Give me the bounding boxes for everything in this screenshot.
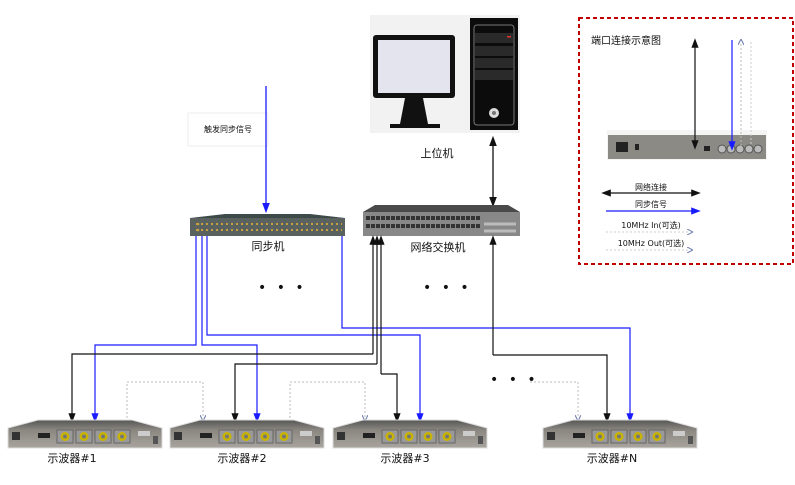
ellipsis: • • • <box>490 372 539 388</box>
legend-label: 10MHz Out(可选) <box>617 239 685 248</box>
scope-label: 示波器#2 <box>217 452 267 465</box>
sync-signal-lines <box>91 236 634 423</box>
ellipsis: • • • <box>423 280 472 296</box>
legend-label: 网络连接 <box>635 183 667 192</box>
oscilloscope-device <box>542 419 698 449</box>
trigger-label: 触发同步信号 <box>204 125 252 134</box>
scope-label: 示波器#N <box>586 452 638 465</box>
oscilloscope-device <box>332 419 488 449</box>
scope-label: 示波器#1 <box>47 452 97 465</box>
network-switch-device <box>363 205 520 236</box>
ellipsis: • • • <box>258 280 307 296</box>
sync-unit-device <box>190 214 345 236</box>
scope-label: 示波器#3 <box>380 452 430 465</box>
network-lines <box>68 235 611 423</box>
oscilloscope-device <box>7 419 163 449</box>
legend-label: 10MHz In(可选) <box>621 221 681 230</box>
legend-box <box>578 17 794 265</box>
pc-label: 上位机 <box>420 147 454 160</box>
trigger-box <box>187 112 269 147</box>
host-pc <box>370 15 520 133</box>
switch-label: 网络交换机 <box>410 241 466 254</box>
legend-rear-panel <box>607 130 767 160</box>
sync-unit-label: 同步机 <box>251 240 285 253</box>
ref-clock-lines <box>126 381 578 418</box>
oscilloscope-device <box>169 419 325 449</box>
legend-title: 端口连接示意图 <box>591 36 661 47</box>
legend-label: 同步信号 <box>635 200 667 209</box>
